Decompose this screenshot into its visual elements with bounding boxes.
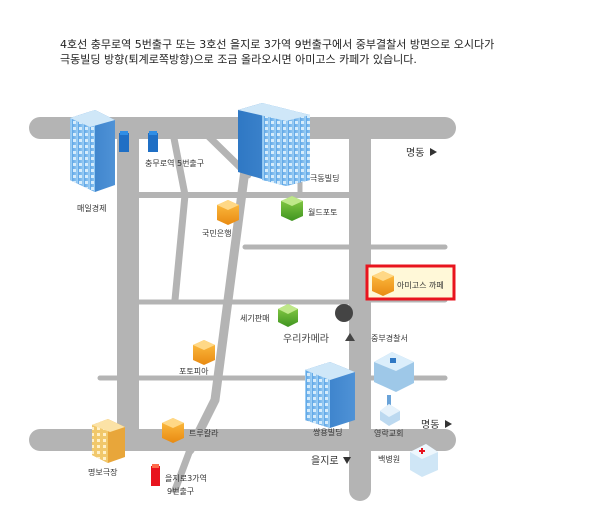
label-myeongdong-top: 명동	[406, 147, 424, 159]
segi-icon	[278, 304, 298, 327]
road-diagonal-top	[168, 124, 189, 304]
police-station-icon	[374, 352, 414, 392]
label-myeongdong-bottom: 명동	[421, 419, 439, 431]
label-myeongbo: 명보극장	[88, 467, 118, 477]
world-photo-icon	[281, 196, 303, 221]
label-photopia: 포토피아	[179, 366, 209, 376]
label-maeil: 매일경제	[77, 203, 106, 213]
label-segi: 세기판매	[240, 314, 269, 323]
directions-text: 4호선 충무로역 5번출구 또는 3호선 을지로 3가역 9번출구에서 중부결찰…	[60, 37, 580, 67]
label-amigos: 아미고스 까페	[397, 280, 444, 290]
label-kookmin: 국민은행	[202, 228, 231, 238]
label-yeongrak: 영락교회	[374, 428, 403, 438]
label-kukdong: 극동빌딩	[310, 173, 339, 183]
arrow-up-icon	[345, 333, 355, 341]
myeongbo-building	[92, 419, 125, 463]
kukdong-building	[238, 103, 310, 186]
label-euljiro: 을지로	[311, 455, 339, 467]
maeil-building	[70, 110, 115, 192]
photopia-icon	[193, 340, 215, 365]
church-icon	[380, 395, 400, 426]
true-color-icon	[162, 418, 184, 443]
subway-exit-icon	[119, 131, 158, 152]
kookmin-icon	[217, 200, 239, 225]
arrow-down-icon	[343, 457, 351, 464]
ssangyong-building	[305, 362, 355, 428]
amigos-cafe-marker[interactable]	[365, 264, 456, 301]
euljiro3-exit-icon	[151, 464, 160, 486]
arrow-right-icon	[430, 148, 437, 156]
label-ssangyong: 쌍용빌딩	[313, 427, 342, 437]
label-chungmuro-exit: 충무로역 5번출구	[145, 158, 204, 168]
label-jungbu-police: 중부경찰서	[371, 333, 408, 343]
woori-camera-sign-icon	[335, 304, 353, 322]
label-euljiro3-line2: 9번출구	[167, 486, 194, 496]
label-euljiro3-line1: 을지로3가역	[165, 473, 207, 483]
road-diagonal-main	[185, 165, 250, 455]
label-true-color: 트루칼라	[189, 429, 219, 438]
arrow-right-icon	[445, 420, 452, 428]
label-woori-camera: 우리카메라	[283, 333, 329, 345]
label-world-photo: 월드포토	[308, 207, 337, 217]
directions-line-1: 4호선 충무로역 5번출구 또는 3호선 을지로 3가역 9번출구에서 중부결찰…	[60, 38, 495, 51]
road-lower-branch	[171, 446, 194, 494]
directions-line-2: 극동빌딩 방향(퇴계로쪽방향)으로 조금 올라오시면 아미고스 카페가 있습니다…	[60, 53, 417, 66]
hospital-icon	[410, 444, 438, 477]
label-baek: 백병원	[378, 454, 400, 464]
